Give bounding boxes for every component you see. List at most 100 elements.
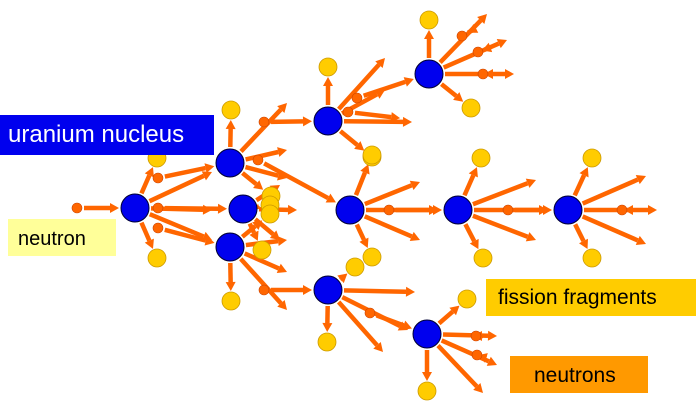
arrow-head [252,220,263,230]
arrow-shaft [581,177,639,206]
arrow-shaft [148,173,205,204]
arrow-shaft [364,183,413,207]
arrow-head [322,322,333,333]
arrow-head [303,285,312,295]
arrow-head [225,119,236,130]
arrow-head [624,205,633,215]
arrow-shaft [270,119,304,125]
arrow-head [359,237,369,248]
arrow-shaft [263,161,330,201]
fission-fragment [582,248,602,268]
arrow-shaft [472,213,529,239]
fission-fragment [457,289,477,309]
neutron [470,330,482,342]
arrow-head [579,238,588,250]
arrow-head [287,204,297,215]
uranium-nucleus [313,275,343,305]
fission-fragment [362,145,382,165]
arrow-head [360,164,370,175]
arrow-shaft [463,223,477,243]
fission-fragment [582,148,602,168]
arrow-head [403,77,414,87]
neutron [152,202,164,214]
neutron [472,46,484,58]
arrow-head [390,112,401,123]
arrow-shaft [245,149,279,162]
fission-fragment [221,100,241,120]
neutron [364,307,376,319]
arrow-head [277,299,287,310]
arrow-head [204,235,215,246]
uranium-nucleus [553,195,583,225]
arrow-shaft [573,223,586,243]
arrow-head [354,141,365,151]
arrow-head [405,286,415,297]
arrow-shaft [343,288,407,295]
arrow-head [409,231,420,242]
fission-fragment [473,248,493,268]
arrow-shaft [343,118,404,125]
fission-fragment [221,291,241,311]
arrow-head [422,372,432,381]
arrow-head [424,30,434,39]
fission-fragment [147,248,167,268]
neutron [152,222,164,234]
fission-fragment [345,257,365,277]
arrow-shaft [337,63,381,111]
arrow-head [635,235,646,245]
arrow-head [201,171,212,181]
arrow-shaft [241,171,258,186]
arrow-head [144,238,154,249]
neutron [477,68,489,80]
arrow-shaft [336,300,379,347]
arrow-head [487,330,497,341]
arrow-head [525,178,536,188]
arrow-shaft [243,251,280,271]
arrow-head [469,238,479,250]
arrow-shaft [164,205,219,211]
arrow-head [453,92,464,102]
neutron [258,284,270,296]
arrow-head [484,69,493,79]
arrow-head [253,180,264,190]
arrow-shaft [164,227,207,243]
arrow-head [302,116,313,127]
arrow-head [277,103,287,113]
fission-fragment [260,204,280,224]
arrow-head [277,147,287,157]
arrow-head [249,230,259,241]
neutron [258,116,270,128]
arrow-head [110,203,119,213]
particles-layer [71,10,628,401]
uranium-nucleus [412,319,442,349]
uranium-nucleus-label: uranium nucleus [0,115,214,155]
arrow-shaft [239,257,283,305]
arrow-shaft [437,309,455,326]
uranium-nucleus [120,193,150,223]
fission-fragments-label: fission fragments [486,279,696,316]
arrow-head [325,193,336,203]
fission-fragment [471,148,491,168]
arrow-head [217,203,228,214]
arrow-head [323,77,333,86]
fission-fragment [317,332,337,352]
arrow-shaft [581,214,639,243]
arrow-head [449,305,460,316]
arrow-head [204,163,215,173]
arrow-head [648,205,657,215]
arrow-shaft [363,214,413,239]
neutron [616,204,628,216]
neutron [71,202,83,214]
neutron [351,92,363,104]
uranium-nucleus [335,195,365,225]
arrow-head [144,167,154,178]
uranium-nucleus [215,232,245,262]
arrow-head [579,167,589,178]
neutron [456,30,468,42]
fission-fragment [461,98,481,118]
arrow-head [373,341,383,352]
arrow-shaft [375,313,405,328]
arrow-head [337,273,348,284]
arrow-shaft [244,164,279,178]
